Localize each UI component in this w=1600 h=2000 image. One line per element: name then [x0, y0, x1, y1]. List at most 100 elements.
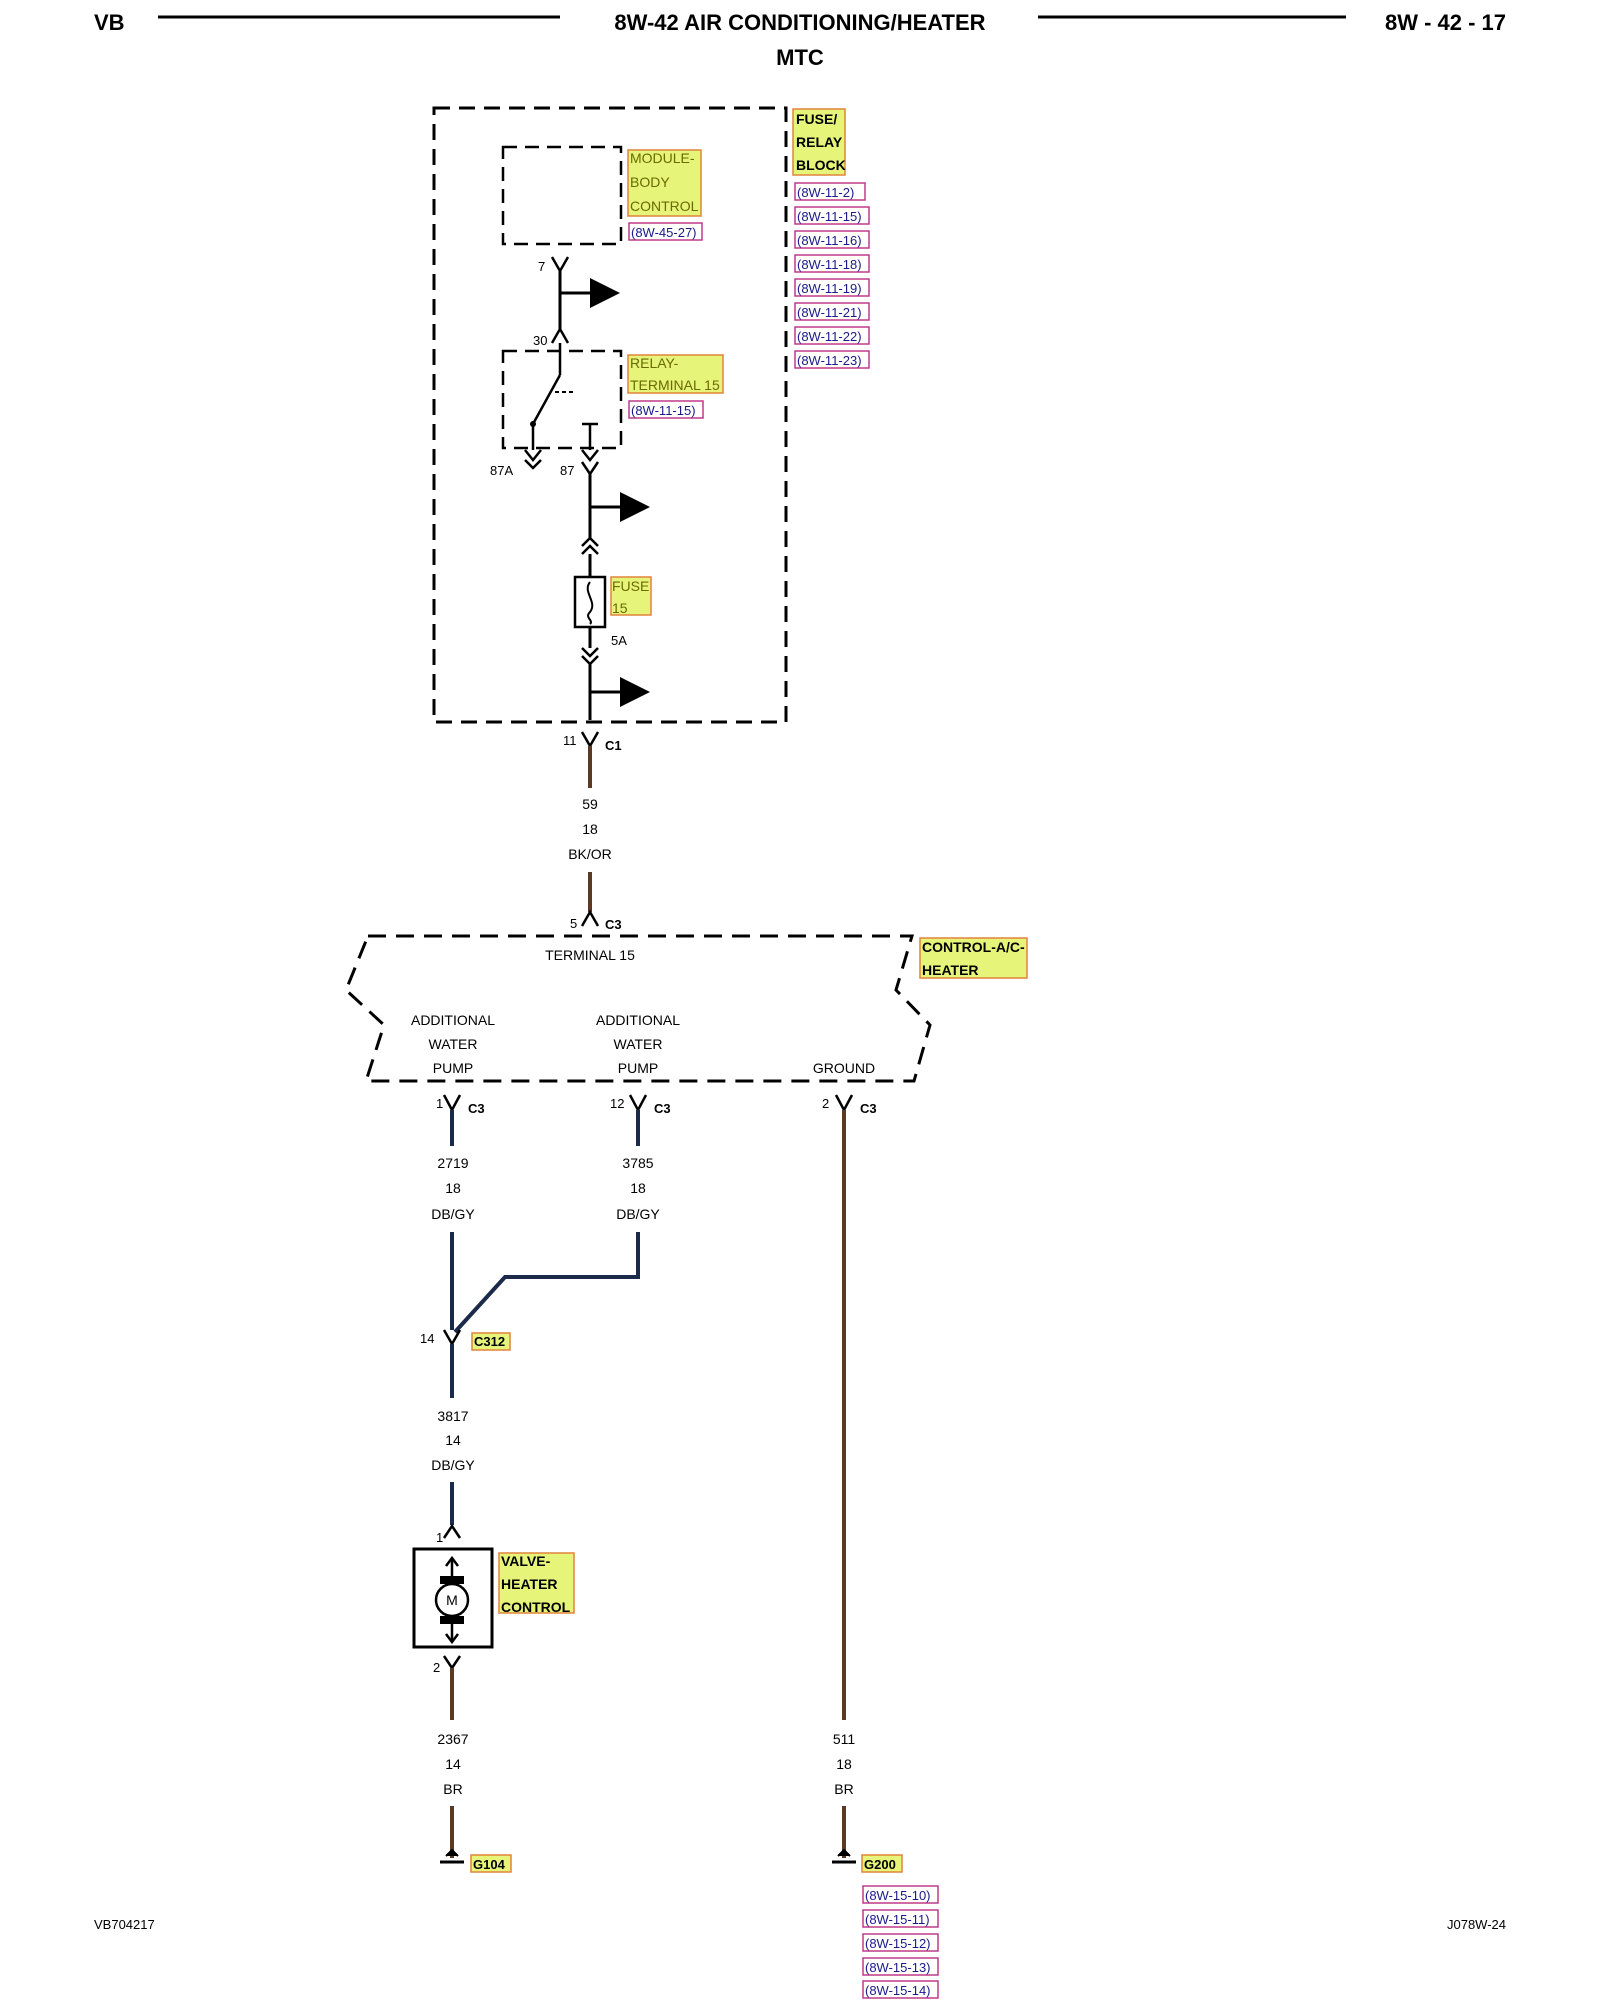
wire-3785-color: DB/GY: [616, 1206, 660, 1222]
ref-link[interactable]: (8W-11-16): [797, 233, 862, 248]
ref-link[interactable]: (8W-11-15): [631, 403, 696, 418]
ground-icon: [837, 1848, 851, 1857]
ref-link[interactable]: (8W-11-15): [797, 209, 862, 224]
wire-2367-color: BR: [443, 1781, 462, 1797]
connector-symbol: [581, 647, 599, 658]
c312-connector: C312: [474, 1334, 505, 1349]
wire-511: 511 18 BR: [833, 1110, 856, 1858]
valve-lead-arrow: [445, 1633, 459, 1645]
ref-link[interactable]: (8W-11-19): [797, 281, 862, 296]
c3-input-connector: C3: [605, 917, 622, 932]
ref-link-box[interactable]: [794, 230, 870, 249]
wire-2719-gauge: 18: [445, 1180, 461, 1196]
output-2-label-2: WATER: [614, 1036, 663, 1052]
fuse-element-icon: [586, 581, 594, 625]
ref-link[interactable]: (8W-15-14): [865, 1983, 931, 1998]
wire-3817-circuit: 3817: [437, 1408, 468, 1424]
relay-switch-arm: [531, 374, 562, 425]
page-footer: VB704217 J078W-24: [94, 1917, 1506, 1932]
connector-symbol: [581, 449, 599, 463]
control-module-label-1: CONTROL-A/C-: [922, 939, 1025, 955]
ref-link-box[interactable]: [794, 254, 870, 273]
footer-right: J078W-24: [1447, 1917, 1506, 1932]
ref-link[interactable]: (8W-11-18): [797, 257, 862, 272]
valve-label-3: CONTROL: [501, 1599, 571, 1615]
connector-symbol: [580, 731, 600, 749]
connector-symbol: [442, 1655, 462, 1671]
ref-link-box[interactable]: [794, 206, 870, 225]
g200-highlight: [861, 1854, 903, 1873]
motor-label: M: [446, 1592, 458, 1608]
relay-terminal-15: 30 RELAY- TERMINAL 15 (8W-11-15) 87A 87: [490, 333, 724, 478]
c3-input-pin: 5: [570, 916, 577, 931]
ref-link[interactable]: (8W-11-2): [797, 185, 854, 200]
wire-59-circuit: 59: [582, 796, 598, 812]
connector-symbol: [524, 449, 542, 463]
wire-511-circuit: 511: [833, 1731, 856, 1747]
ref-link-box[interactable]: [862, 1980, 939, 1999]
relay-highlight: [627, 354, 724, 394]
connector-symbol: [550, 326, 570, 344]
ref-link-box[interactable]: [862, 1885, 939, 1904]
wire-59: 11 C1 59 18 BK/OR 5 C3: [563, 731, 622, 932]
ref-link-box[interactable]: [628, 222, 703, 241]
relay-pin-87: 87: [560, 463, 574, 478]
module-body-control-label-1: MODULE-: [630, 150, 695, 166]
control-module-label-2: HEATER: [922, 962, 979, 978]
c312-highlight: [471, 1332, 511, 1351]
header-left: VB: [94, 10, 125, 35]
wire-59-gauge: 18: [582, 821, 598, 837]
ground-icon: [445, 1848, 459, 1857]
fuse-relay-block-label-2: RELAY: [796, 134, 843, 150]
fuse-relay-block-highlight: [792, 108, 846, 176]
ref-link-box[interactable]: [628, 400, 704, 419]
ref-link-box[interactable]: [862, 1933, 939, 1952]
output-2-pin: 12: [610, 1096, 624, 1111]
control-module-outline: [344, 934, 932, 1083]
ref-link[interactable]: (8W-45-27): [631, 225, 697, 240]
wire-511-color: BR: [834, 1781, 853, 1797]
ref-link-box[interactable]: [794, 302, 870, 321]
connector-symbol: [524, 459, 542, 470]
ref-link[interactable]: (8W-11-23): [797, 353, 862, 368]
output-3-label: GROUND: [813, 1060, 875, 1076]
ref-link-box[interactable]: [862, 1909, 939, 1928]
ref-link[interactable]: (8W-15-10): [865, 1888, 931, 1903]
ref-link-box[interactable]: [794, 350, 870, 369]
g104-highlight: [470, 1854, 512, 1873]
motor-brush: [440, 1576, 464, 1584]
page-number: 8W - 42 - 17: [1385, 10, 1506, 35]
ref-link[interactable]: (8W-15-13): [865, 1960, 931, 1975]
ref-link-box[interactable]: [794, 326, 870, 345]
c312-pin: 14: [420, 1331, 434, 1346]
wire-segment: [453, 1232, 640, 1334]
output-1-pin: 1: [436, 1096, 443, 1111]
valve-pin-2: 2: [433, 1660, 440, 1675]
connector-symbol: [581, 544, 599, 555]
splice-c312: 14 C312: [420, 1329, 511, 1398]
relay-label-2: TERMINAL 15: [630, 377, 720, 393]
fuse-relay-block-outline: [432, 106, 788, 724]
ref-link[interactable]: (8W-11-22): [797, 329, 862, 344]
c1-connector: C1: [605, 738, 622, 753]
ref-link[interactable]: (8W-15-12): [865, 1936, 931, 1951]
fuse-rating: 5A: [611, 633, 627, 648]
module-body-control-label-3: CONTROL: [630, 198, 699, 214]
output-3-pin: 2: [822, 1096, 829, 1111]
ref-link[interactable]: (8W-11-21): [797, 305, 862, 320]
wire-3817-color: DB/GY: [431, 1457, 475, 1473]
wire-3785: 3785 18 DB/GY: [453, 1110, 660, 1334]
ref-link-box[interactable]: [862, 1957, 939, 1976]
output-2-label-3: PUMP: [618, 1060, 658, 1076]
wire-3785-circuit: 3785: [622, 1155, 653, 1171]
connector-symbol: [834, 1094, 854, 1113]
g200-label: G200: [864, 1857, 896, 1872]
fuse-label-2: 15: [612, 600, 628, 616]
pin-7-junction: 7: [538, 256, 620, 344]
connector-symbol: [628, 1094, 648, 1113]
ref-link-box[interactable]: [794, 278, 870, 297]
control-ac-heater: CONTROL-A/C- HEATER TERMINAL 15 ADDITION…: [344, 934, 1028, 1083]
ref-link-box[interactable]: [794, 182, 866, 201]
ref-link[interactable]: (8W-15-11): [865, 1912, 930, 1927]
module-body-control: MODULE- BODY CONTROL (8W-45-27): [501, 145, 703, 246]
